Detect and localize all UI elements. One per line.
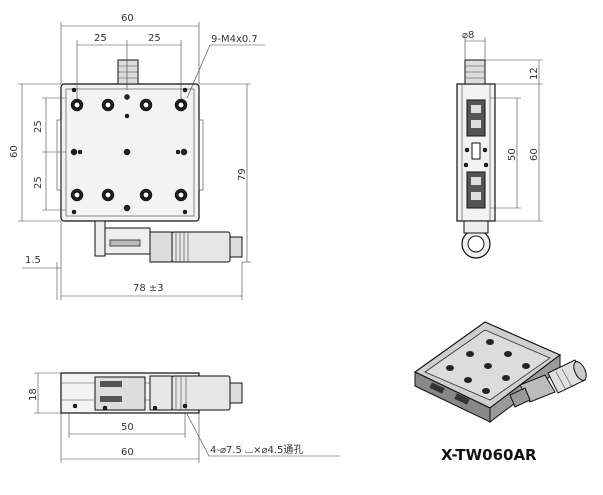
left-rail [56, 119, 62, 191]
dim-vspacing-bottom: 25 [33, 176, 44, 189]
stage-inner-edge [65, 88, 195, 217]
dim-overall-length: 78 ±3 [133, 283, 164, 294]
dim-right-height: 79 [237, 168, 248, 181]
product-render [413, 321, 587, 424]
side-view: ⌀8 12 50 60 [456, 30, 543, 259]
top-view: 60 25 25 9-M4x0.7 60 25 25 79 1.5 78 ±3 [9, 13, 265, 300]
dim-vspacing-top: 25 [33, 120, 44, 133]
hole-callout: 4-⌀7.5 ⌴×⌀4.5通孔 [210, 444, 303, 456]
dim-top-spacing-right: 25 [148, 33, 161, 44]
dim-front-width: 60 [121, 447, 134, 458]
dim-offset: 1.5 [25, 255, 41, 266]
dim-knob-height: 12 [529, 67, 540, 80]
mounting-holes [70, 87, 188, 215]
dim-inner-span: 50 [507, 148, 518, 161]
model-name: X-TW060AR [441, 446, 537, 464]
thread-callout: 9-M4x0.7 [211, 34, 258, 45]
dim-hole-span: 50 [121, 422, 134, 433]
dim-top-spacing-left: 25 [94, 33, 107, 44]
dim-side-diameter: ⌀8 [462, 30, 474, 41]
front-view: 18 50 60 4-⌀7.5 ⌴×⌀4.5通孔 [28, 372, 340, 463]
micrometer-head [94, 220, 243, 263]
dim-left-height: 60 [9, 145, 20, 158]
dim-top-width: 60 [121, 13, 134, 24]
dim-front-height: 18 [28, 388, 39, 401]
dim-outer-span: 60 [529, 148, 540, 161]
right-rail [198, 119, 204, 191]
